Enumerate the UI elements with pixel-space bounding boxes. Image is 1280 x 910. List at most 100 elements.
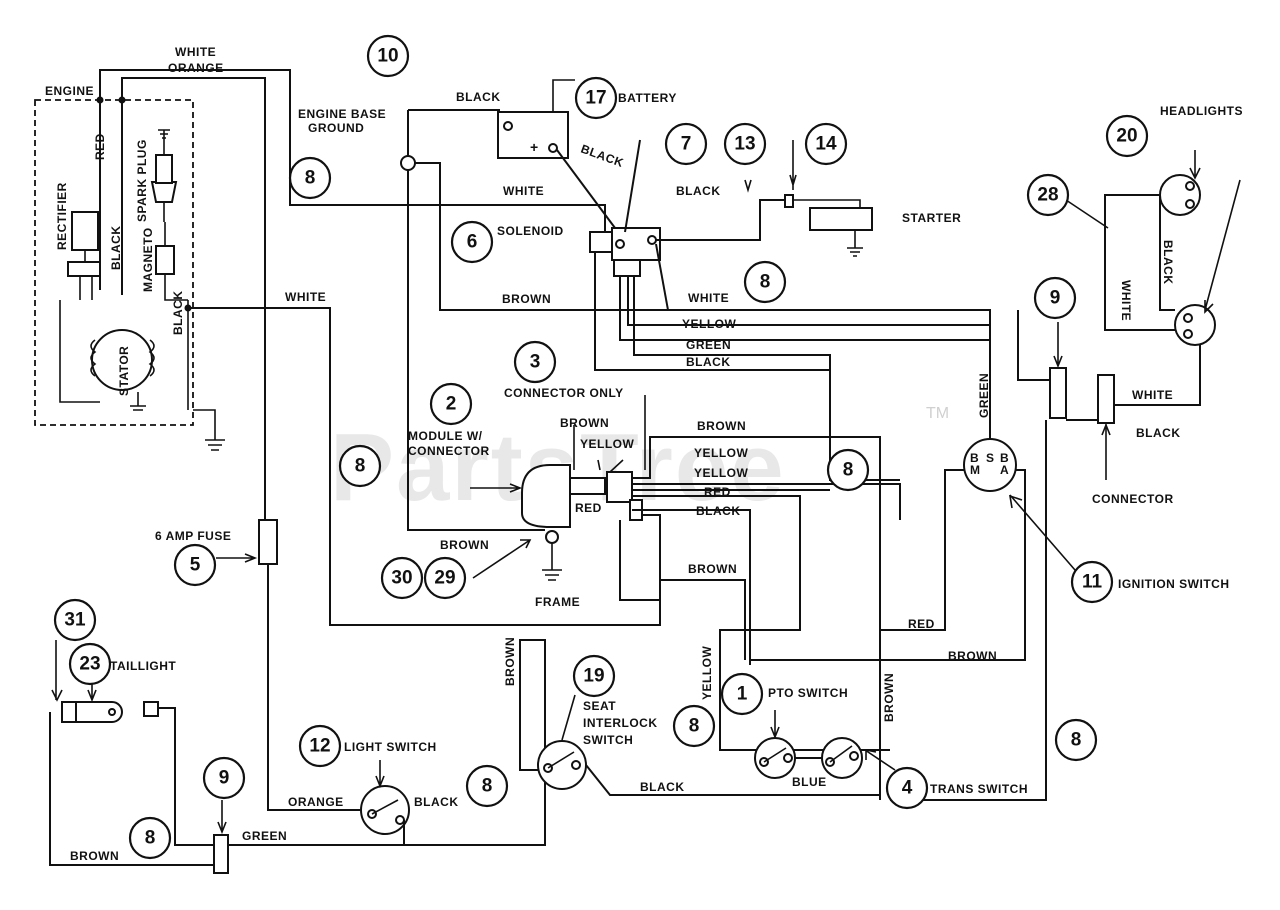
callout-8-h: 8 <box>128 816 172 860</box>
svg-text:17: 17 <box>585 88 606 109</box>
wire-yellow-1: YELLOW <box>682 317 737 331</box>
svg-text:7: 7 <box>681 134 692 155</box>
light-switch <box>360 785 410 835</box>
callout-12: 12 <box>298 724 342 768</box>
module <box>521 464 643 581</box>
label-light-switch: LIGHT SWITCH <box>344 740 437 754</box>
rectifier <box>67 211 101 300</box>
svg-text:9: 9 <box>219 768 230 789</box>
label-module-2: CONNECTOR <box>408 444 490 458</box>
callout-30: 30 <box>380 556 424 600</box>
callout-9-a: 9 <box>1033 276 1077 320</box>
wire-brown-low: BROWN <box>688 562 737 576</box>
label-headlights: HEADLIGHTS <box>1160 104 1243 118</box>
wire-black-seat: BLACK <box>640 780 685 794</box>
label-ignition-switch: IGNITION SWITCH <box>1118 577 1230 591</box>
callout-9-b: 9 <box>202 756 246 800</box>
callout-8-e: 8 <box>672 704 716 748</box>
connector-bottom <box>213 834 229 874</box>
wire-white-left: WHITE <box>285 290 326 304</box>
callout-23: 23 <box>68 642 112 686</box>
wire-black-sol: BLACK <box>579 142 626 170</box>
wire-black-ls: BLACK <box>414 795 459 809</box>
trans-switch <box>821 737 863 779</box>
svg-text:8: 8 <box>760 272 771 293</box>
label-pto-switch: PTO SWITCH <box>768 686 848 700</box>
wire-black-starter: BLACK <box>676 184 721 198</box>
wire-black-batt: BLACK <box>456 90 501 104</box>
callout-4: 4 <box>885 766 929 810</box>
svg-text:8: 8 <box>305 168 316 189</box>
label-spark-plug: SPARK PLUG <box>135 139 149 222</box>
label-ebg-2: GROUND <box>308 121 364 135</box>
wire-brown-bottom: BROWN <box>70 849 119 863</box>
svg-text:14: 14 <box>815 134 837 155</box>
svg-text:11: 11 <box>1082 572 1103 593</box>
svg-text:29: 29 <box>434 568 455 589</box>
label-engine: ENGINE <box>45 84 94 98</box>
wire-red-engine: RED <box>93 133 107 160</box>
ign-m: M <box>970 463 981 477</box>
battery: + <box>497 79 575 159</box>
svg-text:12: 12 <box>309 736 330 757</box>
callout-13: 13 <box>723 122 767 166</box>
label-stator: STATOR <box>117 346 131 396</box>
callout-6: 6 <box>450 220 494 264</box>
label-battery: BATTERY <box>618 91 677 105</box>
callout-28: 28 <box>1026 173 1070 217</box>
svg-text:8: 8 <box>1071 730 1082 751</box>
callout-8-b: 8 <box>743 260 787 304</box>
callout-29: 29 <box>423 556 467 600</box>
wire-yellow-r2: YELLOW <box>694 466 749 480</box>
engine-base-ground <box>400 155 416 171</box>
connector-right <box>1049 367 1115 424</box>
solenoid <box>589 227 661 277</box>
ign-s: S <box>986 451 995 465</box>
callout-2: 2 <box>429 382 473 426</box>
callout-14: 14 <box>804 122 848 166</box>
callout-17: 17 <box>574 76 618 120</box>
ign-b2: B <box>1000 451 1009 465</box>
starter <box>784 140 873 257</box>
wire-yellow-r1: YELLOW <box>694 446 749 460</box>
watermark-tm: TM <box>926 405 949 422</box>
ign-b: B <box>970 451 979 465</box>
wire-black-rect: BLACK <box>109 226 123 271</box>
svg-text:19: 19 <box>583 666 604 687</box>
svg-text:20: 20 <box>1116 126 1137 147</box>
wire-orange-ls: ORANGE <box>288 795 344 809</box>
label-rectifier: RECTIFIER <box>55 182 69 250</box>
svg-text:8: 8 <box>482 776 493 797</box>
pto-switch <box>754 737 796 779</box>
svg-text:8: 8 <box>355 456 366 477</box>
label-ebg-1: ENGINE BASE <box>298 107 386 121</box>
label-starter: STARTER <box>902 211 961 225</box>
label-connector: CONNECTOR <box>1092 492 1174 506</box>
wire-black-hl: BLACK <box>1161 240 1175 285</box>
callout-8-f: 8 <box>465 764 509 808</box>
wire-blue: BLUE <box>792 775 827 789</box>
wire-white-mid: WHITE <box>503 184 544 198</box>
callout-8-c: 8 <box>338 444 382 488</box>
wire-orange-top: ORANGE <box>168 61 224 75</box>
svg-text:5: 5 <box>190 555 201 576</box>
label-connector-only: CONNECTOR ONLY <box>504 386 624 400</box>
engine-box <box>34 99 194 426</box>
svg-text:8: 8 <box>843 460 854 481</box>
ignition-switch: B M S B A <box>963 438 1017 492</box>
label-magneto: MAGNETO <box>141 227 155 292</box>
wire-black-conn: BLACK <box>1136 426 1181 440</box>
svg-text:9: 9 <box>1050 288 1061 309</box>
label-taillight: TAILLIGHT <box>110 659 176 673</box>
svg-text:8: 8 <box>145 828 156 849</box>
wire-white-sol: WHITE <box>688 291 729 305</box>
callout-10: 10 <box>366 34 410 78</box>
taillight <box>61 701 159 723</box>
spark-plug <box>150 129 178 222</box>
wire-yellow-mod: YELLOW <box>580 437 635 451</box>
wire-yellow-vert: YELLOW <box>700 645 714 700</box>
label-seat-1: SEAT <box>583 699 616 713</box>
seat-switch <box>537 740 587 790</box>
callout-11: 11 <box>1070 560 1114 604</box>
